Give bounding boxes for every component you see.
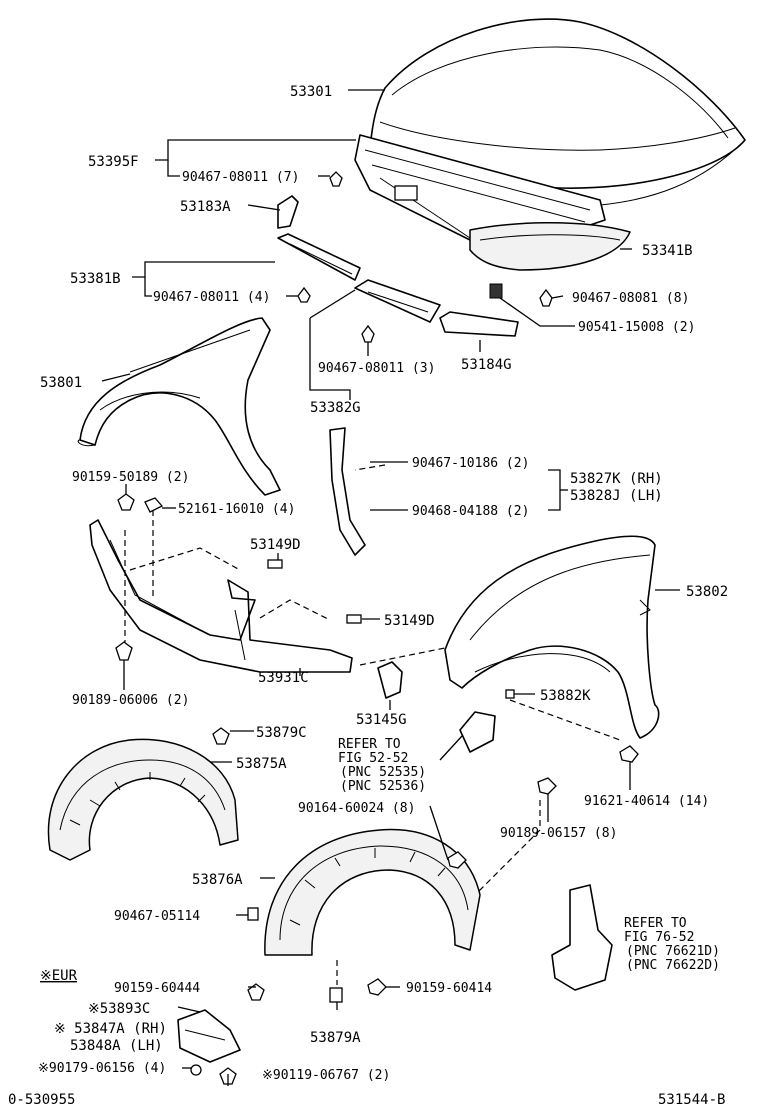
seal-53381b	[277, 233, 361, 281]
label-90467-05114: 90467-05114	[114, 909, 200, 924]
label-53149d-b: 53149D	[384, 613, 435, 629]
label-90467-08081-8: 90467-08081 (8)	[572, 291, 689, 306]
label-90119-06767-2: ※90119-06767 (2)	[262, 1068, 390, 1083]
label-90467-08011-3: 90467-08011 (3)	[318, 361, 435, 376]
bracket-53827k	[329, 427, 366, 556]
label-90179-06156-4: ※90179-06156 (4)	[38, 1061, 166, 1076]
label-53802: 53802	[686, 584, 728, 600]
label-90467-08011-7: 90467-08011 (7)	[182, 170, 299, 185]
seal-53382g	[354, 279, 441, 323]
guide-support-2	[259, 599, 331, 621]
label-refer-1-line1: REFER TO	[338, 737, 401, 752]
pad-53149d-a	[267, 559, 283, 569]
label-hood: 53301	[290, 84, 332, 100]
bracket-53882k	[505, 689, 515, 699]
label-refer-2-line1: REFER TO	[624, 916, 687, 931]
label-90159-60414: 90159-60414	[406, 981, 492, 996]
label-53876a: 53876A	[192, 872, 243, 888]
label-refer-1-line4: (PNC 52536)	[340, 779, 426, 794]
guide-liner-1	[469, 800, 541, 921]
label-refer-2-line2: FIG 76-52	[624, 930, 694, 945]
label-footer-right: 531544-B	[658, 1092, 725, 1108]
guide-fender-1	[359, 647, 446, 666]
label-footer-left: 0-530955	[8, 1092, 75, 1108]
seal-53183a	[277, 195, 299, 229]
guide-fender-2	[509, 699, 621, 741]
bracket-pnc-52535	[459, 711, 496, 753]
label-refer-2-line4: (PNC 76622D)	[626, 958, 720, 973]
label-refer-1-line3: (PNC 52535)	[340, 765, 426, 780]
label-53931c: 53931C	[258, 670, 309, 686]
label-53149d-a: 53149D	[250, 537, 301, 553]
fender-rh	[77, 317, 281, 496]
label-53341b: 53341B	[642, 243, 693, 259]
guide-bracket	[354, 464, 386, 471]
callout-labels: 53301 53395F 90467-08011 (7) 53183A 5334…	[8, 84, 728, 1108]
label-eur-note: ※EUR	[40, 968, 78, 984]
label-53827k: 53827K (RH)	[570, 471, 663, 487]
label-53828j: 53828J (LH)	[570, 488, 663, 504]
label-53875a: 53875A	[236, 756, 287, 772]
label-90467-10186-2: 90467-10186 (2)	[412, 456, 529, 471]
liner-53876a	[264, 828, 481, 956]
label-53847a: ※ 53847A (RH)	[54, 1021, 167, 1037]
seal-53184g	[439, 311, 519, 337]
label-refer-2-line3: (PNC 76621D)	[626, 944, 720, 959]
label-53893c: ※53893C	[88, 1001, 150, 1017]
hood-latch-bracket	[394, 185, 418, 201]
label-53183a: 53183A	[180, 199, 231, 215]
clip-icons-hood	[297, 171, 553, 343]
label-90467-08011-4: 90467-08011 (4)	[153, 290, 270, 305]
hood-rear-seal	[469, 221, 631, 271]
pad-53149d-b	[346, 614, 362, 624]
label-53381b: 53381B	[70, 271, 121, 287]
label-90164-60024-8: 90164-60024 (8)	[298, 801, 415, 816]
mud-guard	[551, 884, 613, 991]
label-53145g: 53145G	[356, 712, 407, 728]
label-53382g: 53382G	[310, 400, 361, 416]
label-53395f: 53395F	[88, 154, 139, 170]
label-90159-50189-2: 90159-50189 (2)	[72, 470, 189, 485]
label-90159-60444: 90159-60444	[114, 981, 200, 996]
label-53879a: 53879A	[310, 1030, 361, 1046]
label-90468-04188-2: 90468-04188 (2)	[412, 504, 529, 519]
liner-53875a	[47, 738, 239, 861]
label-53882k: 53882K	[540, 688, 591, 704]
guide-support-1	[129, 547, 241, 571]
label-53801: 53801	[40, 375, 82, 391]
bracket-53145g	[377, 661, 403, 699]
label-90189-06157-8: 90189-06157 (8)	[500, 826, 617, 841]
label-90189-06006-2: 90189-06006 (2)	[72, 693, 189, 708]
leader-lines	[101, 89, 680, 1086]
label-53184g: 53184G	[461, 357, 512, 373]
label-91621-40614-14: 91621-40614 (14)	[584, 794, 709, 809]
label-53879c: 53879C	[256, 725, 307, 741]
label-52161-16010-4: 52161-16010 (4)	[178, 502, 295, 517]
fender-lh	[444, 535, 660, 739]
label-refer-1-line2: FIG 52-52	[338, 751, 408, 766]
support-53931c	[89, 519, 353, 673]
label-53848a: 53848A (LH)	[70, 1038, 163, 1054]
label-90541-15008-2: 90541-15008 (2)	[578, 320, 695, 335]
